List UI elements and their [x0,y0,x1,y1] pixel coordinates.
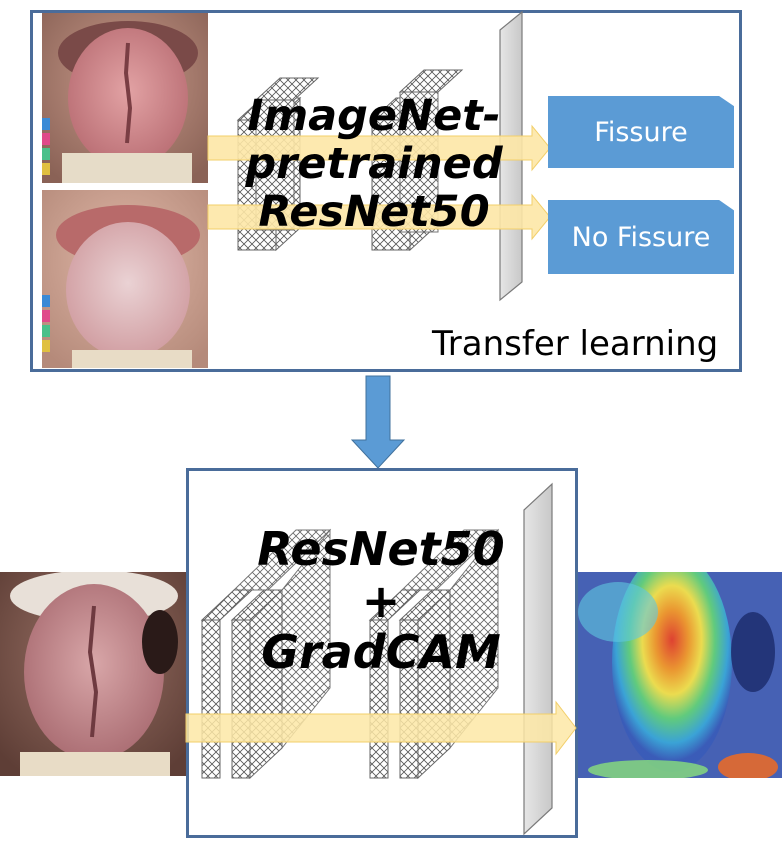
gradcam-heatmap [578,572,782,778]
right-arrow-icon [207,124,551,172]
right-arrow-icon [207,193,551,241]
tongue-photo-fissure [42,13,208,183]
output-fissure: Fissure [548,96,734,168]
down-arrow-icon [350,375,406,469]
top-model-title: ImageNet- pretrained ResNet50 [245,91,503,238]
tongue-photo-no-fissure [42,190,208,368]
output-no-fissure: No Fissure [548,200,734,274]
gradcam-panel [186,468,578,838]
tongue-photo-input [0,572,186,776]
bottom-model-title: ResNet50 + GradCAM [257,522,505,680]
transfer-learning-caption: Transfer learning [432,324,719,364]
